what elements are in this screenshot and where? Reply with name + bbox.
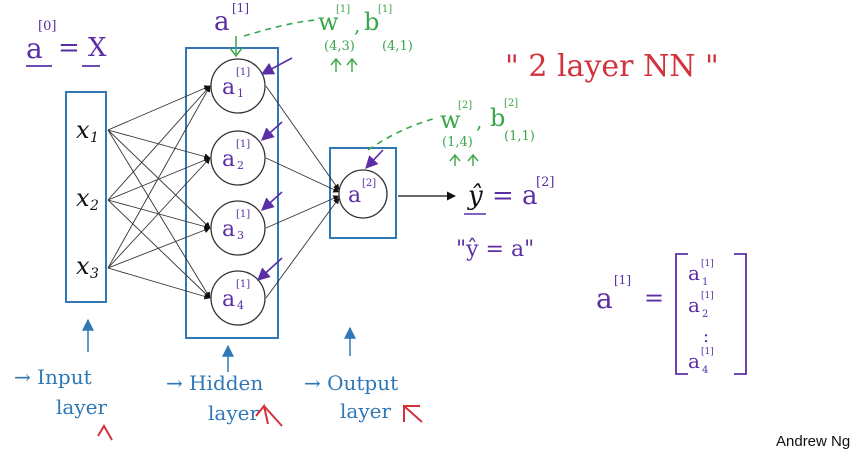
hidden-node-sub: 1 bbox=[237, 87, 244, 100]
activation-vector: a [1] = a [1] 1 a [1] 2 : a [1] 4 bbox=[596, 253, 747, 376]
vector-entry: a bbox=[688, 349, 700, 373]
hidden-layer-line2: layer bbox=[208, 401, 259, 425]
vector-entry: a bbox=[688, 293, 700, 317]
input-feature: x 2 bbox=[76, 184, 99, 214]
input-x-sub: 3 bbox=[90, 266, 99, 282]
hidden-node-sub: 3 bbox=[237, 229, 244, 242]
hidden-node: a [1] 3 bbox=[210, 200, 266, 256]
vector-entry: a bbox=[688, 261, 700, 285]
input-x-sub: 2 bbox=[89, 198, 99, 214]
params1-w: w bbox=[318, 8, 339, 36]
params1-b-sup: [1] bbox=[378, 4, 392, 15]
vector-eq: = bbox=[644, 284, 664, 312]
top-a1-letter: a bbox=[214, 7, 230, 37]
params2-b-shape: (1,1) bbox=[504, 129, 535, 144]
output-node-sup: [2] bbox=[362, 178, 376, 189]
hidden-layer-line1: → Hidden bbox=[166, 371, 263, 395]
hidden-node-sup: [1] bbox=[236, 67, 250, 78]
top-a1-sup: [1] bbox=[232, 1, 249, 15]
output-layer-line2: layer bbox=[340, 399, 391, 423]
output-node: a [2] bbox=[338, 169, 388, 219]
vector-entry-sup: [1] bbox=[701, 259, 714, 269]
edges-input-hidden bbox=[107, 85, 211, 300]
hidden-layer-box bbox=[185, 47, 279, 339]
hidden-node-base: a bbox=[222, 287, 235, 312]
vector-entry-sup: [1] bbox=[701, 347, 714, 357]
input-x-sub: 1 bbox=[90, 130, 99, 146]
author-credit: Andrew Ng bbox=[776, 433, 850, 450]
params-layer2: w [2] , b [2] (1,4) (1,1) bbox=[440, 98, 535, 166]
input-feature: x 1 bbox=[76, 116, 99, 146]
params1-dashed-link bbox=[243, 19, 317, 37]
input-layer-label: → Input layer bbox=[14, 365, 107, 419]
hidden-node-base: a bbox=[222, 75, 235, 100]
hidden-node: a [1] 2 bbox=[210, 130, 266, 186]
vector-entry-sup: [1] bbox=[701, 291, 714, 301]
input-layer-line1: → Input bbox=[14, 365, 92, 389]
vector-entry-sub: 4 bbox=[702, 365, 708, 376]
vector-entry-sub: 2 bbox=[702, 309, 708, 320]
vector-lhs: a bbox=[596, 282, 613, 315]
params1-b-shape: (4,1) bbox=[382, 39, 413, 54]
params2-w: w bbox=[440, 106, 461, 134]
vector-entry-sub: 1 bbox=[702, 277, 708, 288]
output-layer-label: → Output layer bbox=[304, 371, 398, 423]
yhat-symbol: ŷ bbox=[467, 181, 483, 211]
input-layer-box bbox=[65, 91, 107, 303]
a0-equals-x-text: = X bbox=[58, 33, 107, 63]
layer-label-arrows bbox=[82, 318, 356, 372]
params1-sep: , bbox=[354, 13, 360, 37]
params2-w-shape: (1,4) bbox=[442, 135, 473, 150]
yhat-equation: ŷ = a [2] bbox=[464, 175, 554, 215]
vector-ellipsis: : bbox=[703, 326, 709, 347]
params2-sep: , bbox=[476, 109, 482, 133]
yhat-sup: [2] bbox=[536, 175, 554, 190]
input-feature: x 3 bbox=[76, 252, 99, 282]
red-marks bbox=[97, 403, 423, 441]
output-node-base: a bbox=[348, 183, 361, 208]
params2-w-sup: [2] bbox=[458, 100, 472, 111]
yhat-quoted: "ŷ = a" bbox=[456, 237, 534, 262]
input-layer-line2: layer bbox=[56, 395, 107, 419]
hidden-node-base: a bbox=[222, 217, 235, 242]
params2-dashed-link bbox=[367, 117, 437, 151]
a0-letter: a bbox=[26, 32, 43, 65]
hidden-node-sub: 4 bbox=[237, 299, 244, 312]
input-x-letter: x bbox=[76, 184, 90, 212]
params1-w-shape: (4,3) bbox=[324, 39, 355, 54]
yhat-eq: = a bbox=[492, 181, 538, 211]
hidden-node: a [1] 4 bbox=[210, 270, 266, 326]
top-a1-label: a [1] bbox=[214, 1, 249, 58]
a0-sup: [0] bbox=[38, 19, 56, 34]
hidden-node-sup: [1] bbox=[236, 209, 250, 220]
params2-b-sup: [2] bbox=[504, 98, 518, 109]
a0-equals-x: a [0] = X bbox=[26, 19, 107, 67]
hidden-node-base: a bbox=[222, 147, 235, 172]
hidden-node-sup: [1] bbox=[236, 279, 250, 290]
hidden-node-sub: 2 bbox=[237, 159, 244, 172]
input-x-letter: x bbox=[76, 116, 90, 144]
params-layer1: w [1] , b [1] (4,3) (4,1) bbox=[318, 4, 413, 72]
title-two-layer-nn: " 2 layer NN " bbox=[505, 49, 719, 84]
input-x-letter: x bbox=[76, 252, 90, 280]
params1-w-sup: [1] bbox=[336, 4, 350, 15]
hidden-pointer-arrows bbox=[257, 57, 384, 281]
hidden-node-sup: [1] bbox=[236, 139, 250, 150]
params2-b: b bbox=[490, 104, 505, 132]
output-layer-line1: → Output bbox=[304, 371, 398, 395]
hidden-layer-label: → Hidden layer bbox=[166, 371, 263, 425]
edges-hidden-output bbox=[265, 85, 340, 299]
params1-b: b bbox=[364, 8, 379, 36]
output-layer-box bbox=[329, 147, 397, 239]
hidden-node: a [1] 1 bbox=[210, 58, 266, 114]
vector-lhs-sup: [1] bbox=[614, 273, 631, 287]
